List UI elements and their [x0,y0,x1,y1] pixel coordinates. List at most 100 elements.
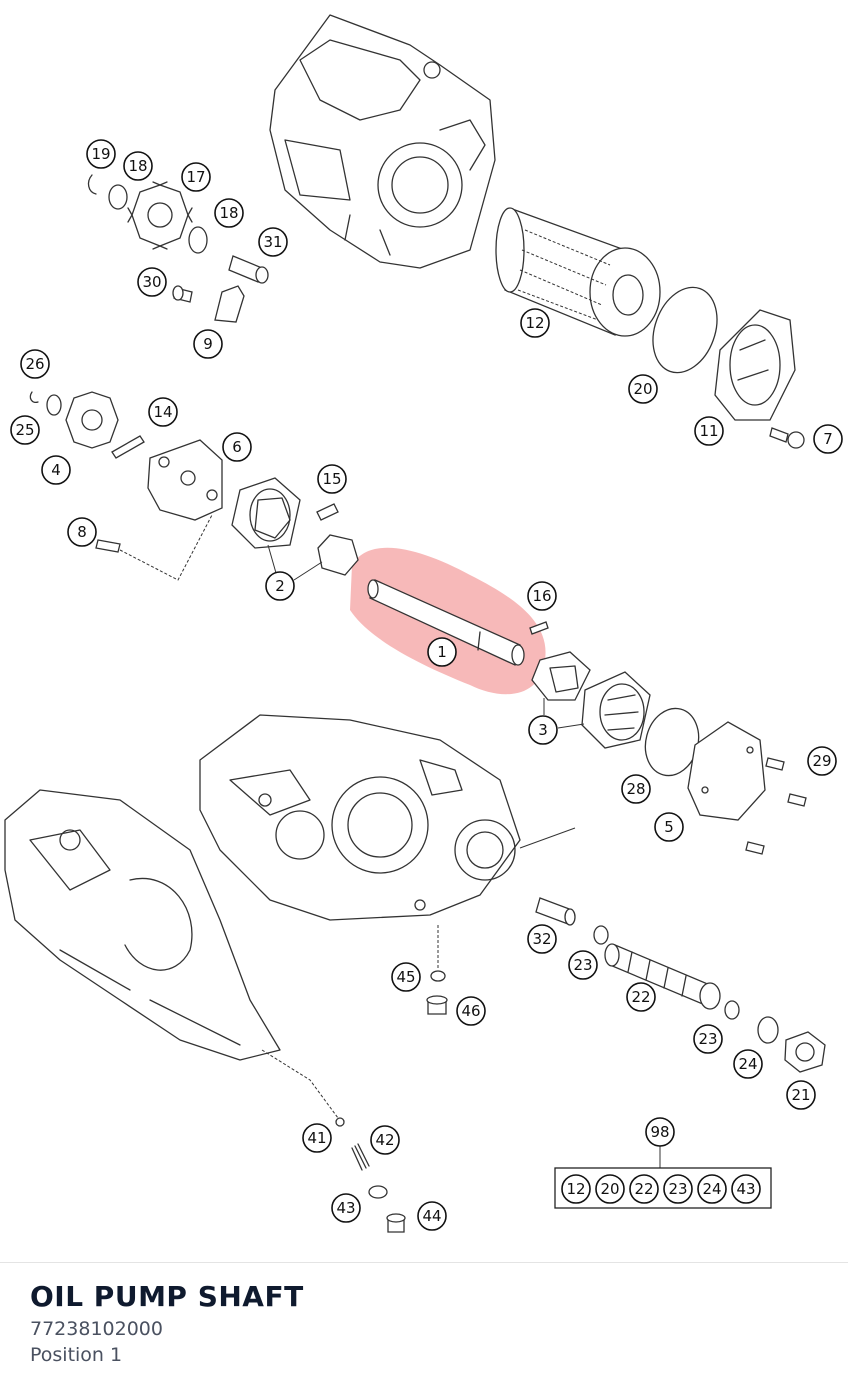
callout-23a[interactable]: 23 [568,950,598,980]
callout-41[interactable]: 41 [302,1123,332,1153]
callout-98[interactable]: 98 [645,1117,675,1147]
pump-housing-drawing [581,671,651,749]
pin-16-drawing [529,621,549,635]
ball-41-drawing [335,1117,345,1127]
callout-23b[interactable]: 23 [693,1024,723,1054]
gear-4-drawing [65,391,119,449]
svg-text:12: 12 [525,314,544,332]
callout-22[interactable]: 22 [626,982,656,1012]
lock-plate-9-drawing [214,285,245,323]
pump-cover-6-drawing [147,439,223,521]
circlip-19-drawing [87,174,97,195]
screw-8-drawing [95,539,121,553]
svg-text:24: 24 [738,1055,757,1073]
callout-24[interactable]: 24 [733,1049,763,1079]
upper-housing-drawing [269,14,496,269]
callout-3[interactable]: 3 [528,715,558,745]
callout-42[interactable]: 42 [370,1125,400,1155]
callout-21[interactable]: 21 [786,1080,816,1110]
svg-text:44: 44 [422,1207,441,1225]
callout-26[interactable]: 26 [20,349,50,379]
svg-text:20: 20 [633,380,652,398]
svg-text:98: 98 [650,1123,669,1141]
callout-9[interactable]: 9 [193,329,223,359]
callout-16[interactable]: 16 [527,581,557,611]
callout-45[interactable]: 45 [391,962,421,992]
callout-15[interactable]: 15 [317,464,347,494]
callout-29[interactable]: 29 [807,746,837,776]
callout-44[interactable]: 44 [417,1201,447,1231]
kit-item-24[interactable]: 24 [697,1174,727,1204]
svg-text:41: 41 [307,1129,326,1147]
svg-text:43: 43 [736,1180,755,1198]
rotor-3-drawing [531,651,591,701]
callout-28[interactable]: 28 [621,774,651,804]
svg-text:31: 31 [263,233,282,251]
pin-14-drawing [111,435,145,459]
svg-text:8: 8 [77,523,87,541]
callout-19[interactable]: 19 [86,139,116,169]
callout-32[interactable]: 32 [527,924,557,954]
kit-item-23[interactable]: 23 [663,1174,693,1204]
divider [0,1262,848,1263]
bushing-32-drawing [535,897,576,926]
svg-text:18: 18 [219,204,238,222]
svg-text:1: 1 [437,643,447,661]
svg-text:23: 23 [573,956,592,974]
kit-item-43[interactable]: 43 [731,1174,761,1204]
left-case-drawing [4,789,281,1061]
svg-text:32: 32 [532,930,551,948]
svg-text:43: 43 [336,1199,355,1217]
svg-text:4: 4 [51,461,61,479]
callout-17[interactable]: 17 [181,162,211,192]
callout-5[interactable]: 5 [654,812,684,842]
kit-item-22[interactable]: 22 [629,1174,659,1204]
bolt-30-drawing [172,285,193,303]
kit-item-12[interactable]: 12 [561,1174,591,1204]
sleeve-31-drawing [228,255,269,284]
callout-11[interactable]: 11 [694,416,724,446]
leader-lines [267,544,661,1168]
pin-15-drawing [316,503,339,521]
filter-cover-drawing [714,309,796,421]
callout-12[interactable]: 12 [520,308,550,338]
callout-14[interactable]: 14 [148,397,178,427]
callout-1[interactable]: 1 [427,637,457,667]
part-title: OIL PUMP SHAFT [30,1280,304,1313]
plug-46-drawing [426,995,448,1015]
kit-item-20[interactable]: 20 [595,1174,625,1204]
svg-text:11: 11 [699,422,718,440]
callout-18a[interactable]: 18 [123,151,153,181]
exploded-parts-diagram: 1 2 3 4 5 6 7 8 9 11 12 14 15 16 17 18 1… [4,14,843,1233]
callout-25[interactable]: 25 [10,415,40,445]
washer-18-drawing [108,184,128,210]
callout-18b[interactable]: 18 [214,198,244,228]
svg-text:29: 29 [812,752,831,770]
callout-46[interactable]: 46 [456,996,486,1026]
oil-screen-22-drawing [604,943,721,1010]
svg-text:19: 19 [91,145,110,163]
svg-text:17: 17 [186,168,205,186]
screw-29c-drawing [745,841,765,855]
svg-text:45: 45 [396,968,415,986]
svg-text:9: 9 [203,335,213,353]
callout-2[interactable]: 2 [265,571,295,601]
screw-29b-drawing [787,793,807,807]
screw-7-drawing [769,427,805,449]
o-ring-23b-drawing [724,1000,740,1020]
callout-4[interactable]: 4 [41,455,71,485]
svg-text:15: 15 [322,470,341,488]
callout-30[interactable]: 30 [137,267,167,297]
callout-20[interactable]: 20 [628,374,658,404]
gear-17-drawing [127,181,193,250]
callout-43[interactable]: 43 [331,1193,361,1223]
svg-text:18: 18 [128,157,147,175]
washer-25-drawing [46,394,62,416]
callout-6[interactable]: 6 [222,432,252,462]
svg-text:7: 7 [823,430,833,448]
callout-8[interactable]: 8 [67,517,97,547]
part-position: Position 1 [30,1344,123,1366]
washer-43-drawing [368,1185,388,1199]
callout-31[interactable]: 31 [258,227,288,257]
callout-7[interactable]: 7 [813,424,843,454]
